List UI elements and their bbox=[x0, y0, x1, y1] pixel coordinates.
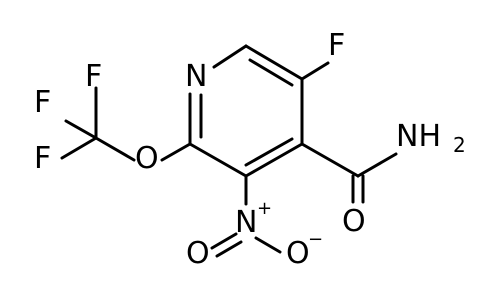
bond-c2-oether bbox=[160, 142, 192, 162]
bond-n-c6 bbox=[212, 44, 248, 69]
atom-cf3-f-bottom: F bbox=[34, 141, 51, 176]
atom-amide-n-subscript: 2 bbox=[453, 133, 466, 157]
atom-cf3-f-top: F bbox=[85, 59, 102, 94]
atom-amide-n: NH bbox=[396, 119, 441, 154]
bond-camide-n bbox=[356, 152, 398, 178]
atom-nitro-o-right: O bbox=[286, 236, 310, 271]
atom-nitro-n: N bbox=[235, 205, 257, 240]
bond-oether-ccf3 bbox=[94, 136, 136, 162]
atom-cf3-f-left: F bbox=[34, 85, 51, 120]
atom-nitro-o-left: O bbox=[186, 236, 210, 271]
atom-amide-o: O bbox=[342, 204, 366, 239]
atom-ring-n: N bbox=[185, 59, 207, 94]
atom-nitro-n-charge: + bbox=[257, 198, 272, 219]
bond-c4-camide bbox=[300, 142, 360, 178]
bond-nnitro-o-left-b bbox=[215, 240, 243, 258]
bond-c4-c3 bbox=[244, 142, 304, 178]
bond-c5-f bbox=[300, 61, 330, 81]
bond-ccf3-fleft bbox=[64, 119, 98, 140]
bond-nnitro-o-left-a bbox=[210, 232, 238, 250]
bond-ccf3-fbottom bbox=[60, 136, 98, 160]
bond-c4-c3-inner bbox=[244, 137, 294, 167]
bond-c3-c2 bbox=[188, 142, 248, 178]
bond-c6-c5-inner bbox=[248, 58, 294, 87]
atom-nitro-o-charge: − bbox=[308, 229, 323, 250]
atom-ring-f: F bbox=[328, 28, 345, 63]
atom-ether-o: O bbox=[135, 141, 159, 176]
bond-c6-c5 bbox=[244, 44, 304, 81]
bond-nnitro-o-right bbox=[254, 236, 282, 254]
